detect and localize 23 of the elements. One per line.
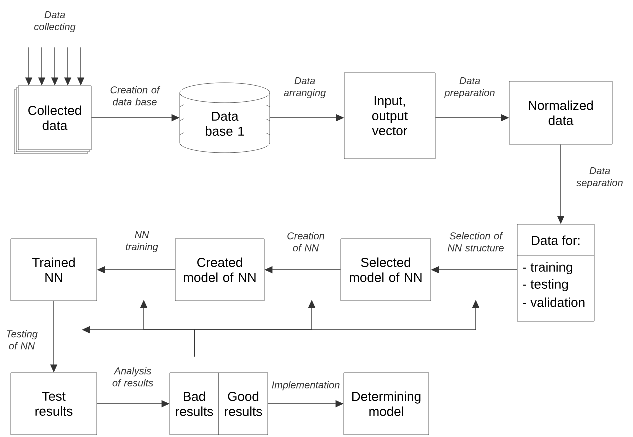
edge-label: Data arranging bbox=[284, 78, 326, 98]
process-box: Bad results bbox=[170, 372, 220, 436]
process-box: Input, output vector bbox=[344, 72, 436, 160]
edge-label: Testing of NN bbox=[6, 330, 38, 350]
process-box: Selected model of NN bbox=[340, 238, 432, 302]
list-box: Data for: - training - testing - validation bbox=[517, 224, 595, 322]
process-box: Created model of NN bbox=[175, 238, 265, 302]
edge-label: Selection of NN structure bbox=[448, 232, 504, 252]
edge-label: Data separation bbox=[576, 168, 623, 188]
process-box: Test results bbox=[10, 372, 98, 436]
edge-label: Creation of NN bbox=[288, 232, 324, 252]
document-stack: Collected data bbox=[14, 86, 92, 154]
process-box: Normalized data bbox=[509, 81, 613, 145]
caption-text: Data collecting bbox=[34, 12, 76, 32]
edge-label: Data preparation bbox=[444, 78, 495, 98]
database-cylinder: Data base 1 bbox=[180, 82, 270, 154]
edge-label: NN training bbox=[126, 232, 158, 252]
process-box: Trained NN bbox=[10, 238, 98, 302]
edge-label: Implementation bbox=[272, 381, 340, 391]
edge-label: Analysis of results bbox=[112, 367, 154, 387]
process-box: Good results bbox=[218, 372, 268, 436]
process-box: Determining model bbox=[344, 372, 430, 436]
edge-label: Creation of data base bbox=[110, 86, 161, 106]
